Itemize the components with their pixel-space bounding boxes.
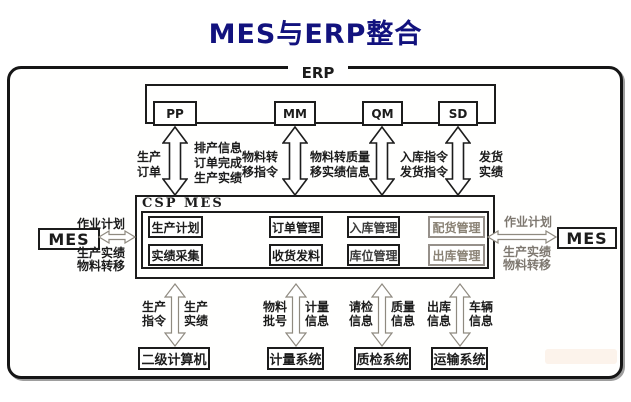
arrow-csp-quality-icon (371, 283, 393, 347)
erp-module-pp: PP (153, 101, 197, 126)
flow-label-outbound-info: 出库 信息 (426, 300, 451, 328)
mes-left-bottom-label: 生产实绩 物料转移 (76, 246, 125, 273)
erp-module-sd: SD (438, 101, 478, 126)
flow-label-inspection-request: 请检 信息 (348, 300, 373, 328)
flow-label-material-batch: 物料 批号 (262, 300, 287, 328)
erp-label: ERP (288, 64, 348, 82)
csp-module-result-collection: 实绩采集 (148, 244, 203, 266)
csp-module-production-plan: 生产计划 (148, 216, 203, 238)
arrow-mesleft-csp-icon (98, 230, 136, 244)
csp-mes-inner-box (141, 211, 489, 269)
flow-label-scheduling-info: 排产信息 订单完成 生产实绩 (193, 141, 242, 185)
arrow-qm-csp-icon (369, 126, 395, 196)
flow-label-warehouse-shipping-order: 入库指令 发货指令 (399, 150, 448, 179)
system-metering: 计量系统 (267, 347, 324, 370)
flow-label-shipping-result: 发货 实绩 (478, 150, 503, 179)
csp-mes-label: CSP MES (142, 196, 224, 211)
page-title: MES与ERP整合 (208, 19, 423, 50)
flow-label-quality-info-bottom: 质量 信息 (390, 300, 415, 328)
flow-label-quality-info: 质量 信息 (345, 150, 370, 179)
csp-module-inbound-management: 入库管理 (347, 216, 400, 238)
flow-label-production-result: 生产 实绩 (183, 300, 208, 328)
arrow-mesright-csp-icon (487, 230, 557, 244)
csp-module-location-management: 库位管理 (347, 244, 400, 266)
erp-module-qm: QM (362, 101, 403, 126)
erp-module-mm: MM (274, 101, 316, 126)
flow-label-metering-info: 计量 信息 (304, 300, 329, 328)
mes-left-box: MES (38, 228, 100, 250)
mes-left-top-label: 作业计划 (76, 217, 125, 231)
system-quality-inspection: 质检系统 (354, 347, 411, 370)
arrow-csp-level2-icon (164, 283, 186, 347)
csp-module-distribution-management: 配货管理 (428, 216, 485, 238)
mes-right-top-label: 作业计划 (503, 215, 552, 229)
csp-module-order-management: 订单管理 (269, 216, 323, 238)
flow-label-production-instruction: 生产 指令 (141, 300, 166, 328)
flow-label-production-order: 生产 订单 (136, 150, 161, 179)
csp-module-outbound-management: 出库管理 (428, 244, 485, 266)
watermark (545, 349, 617, 364)
flow-label-vehicle-info: 车辆 信息 (468, 300, 493, 328)
arrow-csp-metering-icon (285, 283, 307, 347)
mes-right-bottom-label: 生产实绩 物料转移 (502, 245, 551, 272)
erp-box (145, 84, 496, 124)
flow-label-material-transfer-result: 物料转 移实绩 (309, 150, 346, 179)
arrow-mm-csp-icon (282, 126, 308, 196)
system-level2-computer: 二级计算机 (138, 347, 210, 370)
csp-module-receiving-issuing: 收货发料 (269, 244, 323, 266)
mes-right-box: MES (557, 227, 617, 249)
system-transport: 运输系统 (431, 347, 488, 370)
flow-label-material-transfer-order: 物料转 移指令 (241, 150, 278, 179)
arrow-csp-transport-icon (449, 283, 471, 347)
